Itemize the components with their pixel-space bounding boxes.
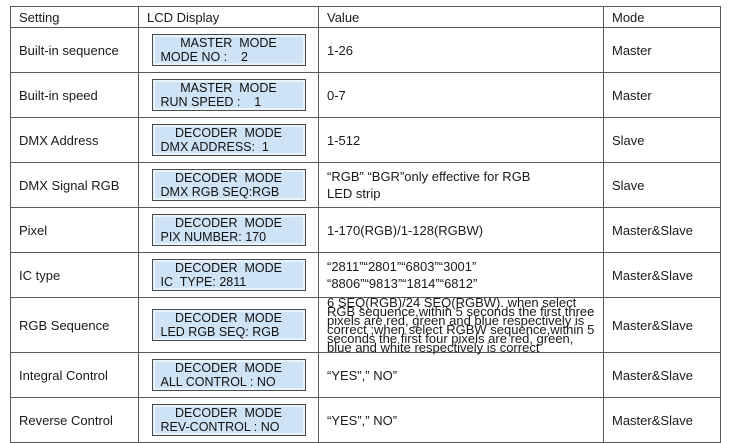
setting-name: RGB Sequence — [10, 297, 139, 353]
table-row: DMX Address DECODER MODE DMX ADDRESS: 1 … — [10, 117, 721, 163]
lcd-cell: MASTER MODE MODE NO : 2 — [138, 27, 319, 73]
header-mode: Mode — [603, 6, 721, 28]
table-row: DMX Signal RGB DECODER MODE DMX RGB SEQ:… — [10, 162, 721, 208]
table-row: Reverse Control DECODER MODE REV-CONTROL… — [10, 397, 721, 443]
value-line-2: LED strip — [327, 186, 381, 201]
lcd-display: DECODER MODE PIX NUMBER: 170 — [151, 214, 306, 246]
lcd-cell: DECODER MODE DMX ADDRESS: 1 — [138, 117, 319, 163]
value-cell: “2811”“2801”“6803”“3001” “8806”“9813”“18… — [318, 252, 604, 298]
table-row: Pixel DECODER MODE PIX NUMBER: 170 1-170… — [10, 207, 721, 253]
lcd-line-1: DECODER MODE — [175, 406, 282, 420]
setting-name: Pixel — [10, 207, 139, 253]
lcd-line-2: ALL CONTROL : NO — [160, 375, 276, 389]
lcd-cell: DECODER MODE IC TYPE: 2811 — [138, 252, 319, 298]
mode-cell: Master&Slave — [603, 252, 721, 298]
lcd-line-2: MODE NO : 2 — [160, 50, 249, 64]
settings-table: Setting LCD Display Value Mode Built-in … — [10, 6, 721, 443]
lcd-display: DECODER MODE DMX RGB SEQ:RGB — [151, 169, 306, 201]
lcd-line-2: PIX NUMBER: 170 — [160, 230, 267, 244]
lcd-line-1: DECODER MODE — [175, 311, 282, 325]
lcd-line-1: DECODER MODE — [175, 171, 282, 185]
header-lcd-display: LCD Display — [138, 6, 319, 28]
lcd-display: DECODER MODE ALL CONTROL : NO — [151, 359, 306, 391]
lcd-cell: DECODER MODE ALL CONTROL : NO — [138, 352, 319, 398]
table-row: IC type DECODER MODE IC TYPE: 2811 “2811… — [10, 252, 721, 298]
lcd-line-1: DECODER MODE — [175, 216, 282, 230]
mode-cell: Master&Slave — [603, 207, 721, 253]
lcd-display: MASTER MODE MODE NO : 2 — [151, 34, 306, 66]
lcd-line-2: DMX ADDRESS: 1 — [160, 140, 269, 154]
lcd-line-1: DECODER MODE — [175, 361, 282, 375]
value-cell: “YES”,” NO” — [318, 397, 604, 443]
lcd-line-1: DECODER MODE — [175, 261, 282, 275]
setting-name: Integral Control — [10, 352, 139, 398]
value-cell: 0-7 — [318, 72, 604, 118]
mode-cell: Slave — [603, 162, 721, 208]
mode-cell: Master&Slave — [603, 297, 721, 353]
value-line-2: “8806”“9813”“1814”“6812” — [327, 276, 478, 291]
lcd-display: DECODER MODE LED RGB SEQ: RGB — [151, 309, 306, 341]
setting-name: IC type — [10, 252, 139, 298]
table-row: RGB Sequence DECODER MODE LED RGB SEQ: R… — [10, 296, 721, 354]
mode-cell: Master — [603, 27, 721, 73]
mode-cell: Slave — [603, 117, 721, 163]
lcd-cell: MASTER MODE RUN SPEED : 1 — [138, 72, 319, 118]
value-cell: 1-512 — [318, 117, 604, 163]
lcd-line-1: DECODER MODE — [175, 126, 282, 140]
value-cell: 6 SEQ(RGB)/24 SEQ(RGBW). when select RGB… — [318, 296, 604, 354]
table-header-row: Setting LCD Display Value Mode — [10, 6, 721, 28]
lcd-cell: DECODER MODE LED RGB SEQ: RGB — [138, 297, 319, 353]
setting-name: Built-in speed — [10, 72, 139, 118]
lcd-cell: DECODER MODE DMX RGB SEQ:RGB — [138, 162, 319, 208]
setting-name: DMX Signal RGB — [10, 162, 139, 208]
lcd-line-2: IC TYPE: 2811 — [160, 275, 247, 289]
settings-table-container: Setting LCD Display Value Mode Built-in … — [10, 6, 721, 443]
lcd-cell: DECODER MODE PIX NUMBER: 170 — [138, 207, 319, 253]
header-setting: Setting — [10, 6, 139, 28]
lcd-display: DECODER MODE REV-CONTROL : NO — [151, 404, 306, 436]
table-row: Built-in speed MASTER MODE RUN SPEED : 1… — [10, 72, 721, 118]
value-line-1: “RGB” “BGR”only effective for RGB — [327, 169, 531, 184]
lcd-line-2: DMX RGB SEQ:RGB — [160, 185, 280, 199]
lcd-display: DECODER MODE IC TYPE: 2811 — [151, 259, 306, 291]
lcd-display: DECODER MODE DMX ADDRESS: 1 — [151, 124, 306, 156]
value-cell: 1-170(RGB)/1-128(RGBW) — [318, 207, 604, 253]
mode-cell: Master&Slave — [603, 352, 721, 398]
value-line-1: “2811”“2801”“6803”“3001” — [327, 259, 477, 274]
setting-name: DMX Address — [10, 117, 139, 163]
lcd-line-1: MASTER MODE — [180, 36, 277, 50]
table-row: Built-in sequence MASTER MODE MODE NO : … — [10, 27, 721, 73]
table-row: Integral Control DECODER MODE ALL CONTRO… — [10, 352, 721, 398]
lcd-line-2: LED RGB SEQ: RGB — [160, 325, 280, 339]
value-cell: 1-26 — [318, 27, 604, 73]
lcd-line-2: REV-CONTROL : NO — [160, 420, 280, 434]
mode-cell: Master&Slave — [603, 397, 721, 443]
lcd-line-1: MASTER MODE — [180, 81, 277, 95]
lcd-cell: DECODER MODE REV-CONTROL : NO — [138, 397, 319, 443]
value-cell: “RGB” “BGR”only effective for RGB LED st… — [318, 162, 604, 208]
setting-name: Reverse Control — [10, 397, 139, 443]
mode-cell: Master — [603, 72, 721, 118]
lcd-line-2: RUN SPEED : 1 — [160, 95, 262, 109]
value-cell: “YES”,” NO” — [318, 352, 604, 398]
header-value: Value — [318, 6, 604, 28]
setting-name: Built-in sequence — [10, 27, 139, 73]
lcd-display: MASTER MODE RUN SPEED : 1 — [151, 79, 306, 111]
